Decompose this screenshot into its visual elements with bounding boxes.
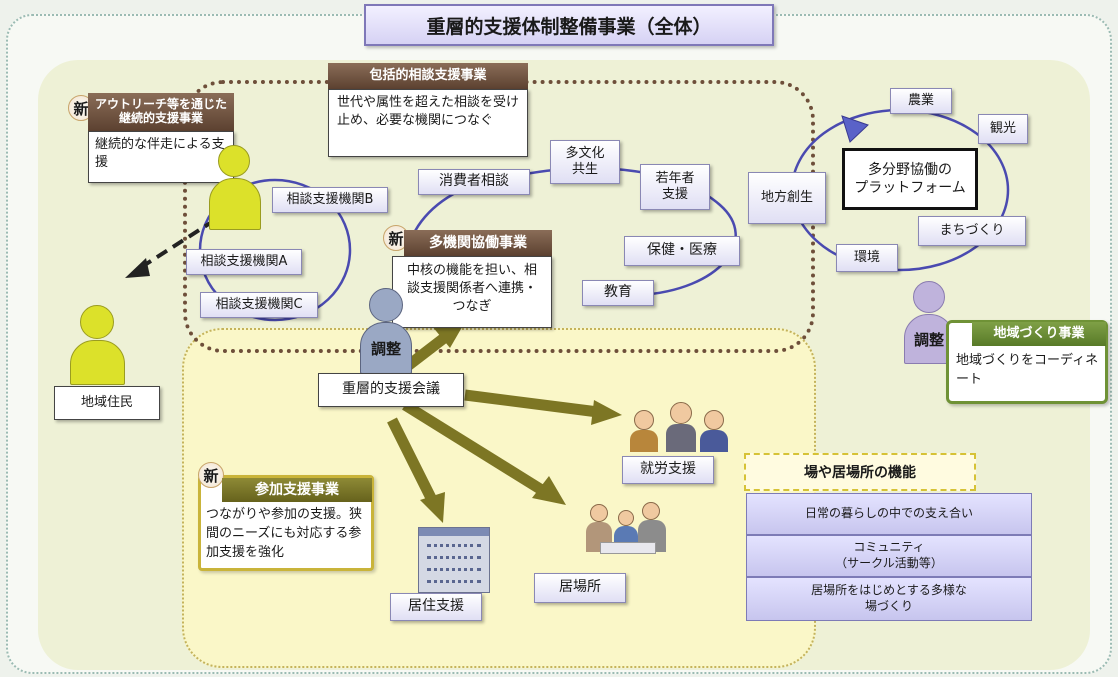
platform-env: 環境	[836, 244, 898, 272]
outreach-worker-head	[218, 145, 250, 177]
regional-coordinator-body: 調整	[904, 314, 954, 364]
meeting-box: 重層的支援会議	[318, 373, 464, 407]
platform-center: 多分野協働の プラットフォーム	[842, 148, 978, 210]
outreach-header: アウトリーチ等を通じた継続的支援事業	[88, 93, 234, 131]
ibasho-illustration	[584, 498, 670, 560]
function-item: コミュニティ （サークル活動等）	[746, 535, 1032, 577]
agency-c: 相談支援機関C	[200, 292, 318, 318]
meeting-arrows	[387, 322, 622, 523]
platform-regional: 地方創生	[748, 172, 826, 224]
housing-support: 居住支援	[390, 593, 482, 621]
agency-b: 相談支援機関B	[272, 187, 388, 213]
resident-head	[80, 305, 114, 339]
field-youth: 若年者 支援	[640, 164, 710, 210]
function-item: 日常の暮らしの中での支え合い	[746, 493, 1032, 535]
chiiki-header: 地域づくり事業	[972, 322, 1106, 346]
houkatsu-header: 包括的相談支援事業	[328, 63, 528, 89]
houkatsu-body: 世代や属性を超えた相談を受け止め、必要な機関につなぐ	[328, 89, 528, 157]
coordinator-body: 調整	[360, 322, 412, 374]
platform-loop-arrowhead	[841, 115, 869, 143]
new-badge: 新	[198, 462, 224, 488]
ibasho: 居場所	[534, 573, 626, 603]
chiiki-body: 地域づくりをコーディネート	[956, 353, 1099, 387]
platform-town: まちづくり	[918, 216, 1026, 246]
field-multicultural: 多文化 共生	[550, 140, 620, 184]
agency-a: 相談支援機関A	[186, 249, 302, 275]
employment-support: 就労支援	[622, 456, 714, 484]
field-health: 保健・医療	[624, 236, 740, 266]
function-item: 居場所をはじめとする多様な 場づくり	[746, 577, 1032, 621]
page-title: 重層的支援体制整備事業（全体）	[364, 4, 774, 46]
tasaki-header: 多機関協働事業	[404, 230, 552, 256]
field-education: 教育	[582, 280, 654, 306]
outreach-arrow	[138, 218, 217, 270]
platform-agri: 農業	[890, 88, 952, 114]
employment-illustration	[630, 400, 734, 452]
housing-building-illustration	[418, 527, 490, 593]
field-consumer: 消費者相談	[418, 169, 530, 195]
outreach-body: 継続的な伴走による支援	[88, 131, 234, 183]
coordinator-head	[369, 288, 403, 322]
sanka-body: つながりや参加の支援。狭間のニーズにも対応する参加支援を強化	[206, 507, 363, 560]
sanka-header: 参加支援事業	[222, 478, 372, 502]
outreach-worker-body	[209, 178, 261, 230]
regional-coordinator-head	[913, 281, 945, 313]
tasaki-body: 中核の機能を担い、相談支援関係者へ連携・つなぎ	[392, 256, 552, 328]
platform-tourism: 観光	[978, 114, 1028, 144]
resident-label: 地域住民	[54, 386, 160, 420]
resident-body	[70, 340, 125, 385]
functions-title: 場や居場所の機能	[744, 453, 976, 491]
